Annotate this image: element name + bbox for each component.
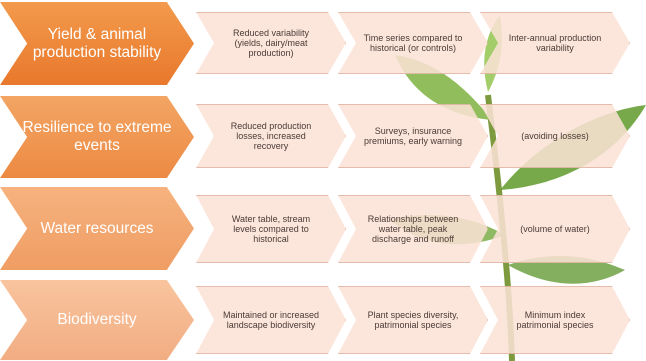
indicator-chevron: Plant species diversity, patrimonial spe…: [338, 286, 488, 354]
row-heading: Water resources: [0, 187, 194, 270]
row-heading: Yield & animal production stability: [0, 2, 194, 85]
indicator-chevron: (avoiding losses): [480, 104, 630, 168]
indicator-chevron: Relationships between water table, peak …: [338, 195, 488, 263]
indicator-chevron: Water table, stream levels compared to h…: [196, 195, 346, 263]
indicator-chevron: Surveys, insurance premiums, early warni…: [338, 104, 488, 168]
indicator-chevron: (volume of water): [480, 195, 630, 263]
indicator-chevron: Inter-annual production variability: [480, 12, 630, 74]
row-heading: Biodiversity: [0, 280, 194, 360]
indicator-chevron: Maintained or increased landscape biodiv…: [196, 286, 346, 354]
indicator-chevron: Minimum index patrimonial species: [480, 286, 630, 354]
indicator-chevron: Reduced variability (yields, dairy/meat …: [196, 12, 346, 74]
indicator-chevron: Time series compared to historical (or c…: [338, 12, 488, 74]
row-heading: Resilience to extreme events: [0, 96, 194, 178]
indicator-chevron: Reduced production losses, increased rec…: [196, 104, 346, 168]
